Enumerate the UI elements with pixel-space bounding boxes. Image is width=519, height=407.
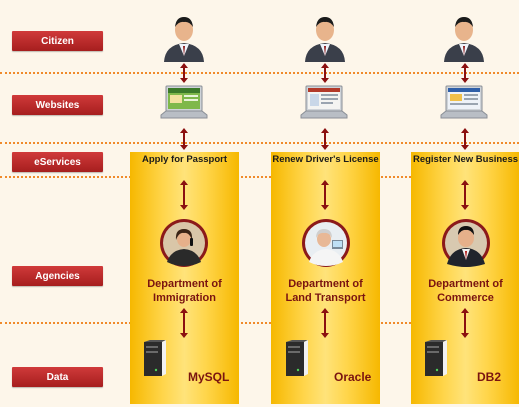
double-arrow-icon <box>180 128 188 150</box>
eservice-label: Apply for Passport <box>142 154 227 165</box>
double-arrow-icon <box>461 308 469 338</box>
eservice-label: Register New Business <box>412 154 519 165</box>
database-server-icon <box>286 340 308 376</box>
double-arrow-icon <box>180 180 188 210</box>
website-laptop-icon <box>300 85 348 119</box>
agency-name-line2: Commerce <box>437 292 494 304</box>
agency-name-line1: Department of <box>288 278 363 290</box>
double-arrow-icon <box>321 63 329 83</box>
row-label-agencies: Agencies <box>12 266 103 286</box>
database-server-icon <box>144 340 166 376</box>
row-label-citizen: Citizen <box>12 31 103 51</box>
double-arrow-icon <box>321 128 329 150</box>
separator-line <box>0 176 519 178</box>
citizen-person-icon <box>305 17 345 62</box>
row-label-eservices: eServices <box>12 152 103 172</box>
separator-line <box>0 142 519 144</box>
agency-officer-photo-icon <box>302 219 350 267</box>
citizen-person-icon <box>164 17 204 62</box>
agency-name-line2: Land Transport <box>285 292 366 304</box>
agency-name: Department of Land Transport <box>271 277 380 305</box>
row-label-websites: Websites <box>12 95 103 115</box>
row-label-data: Data <box>12 367 103 387</box>
agency-name: Department of Immigration <box>130 277 239 305</box>
double-arrow-icon <box>461 180 469 210</box>
agency-officer-photo-icon <box>160 219 208 267</box>
agency-name-line1: Department of <box>147 278 222 290</box>
double-arrow-icon <box>180 63 188 83</box>
double-arrow-icon <box>180 308 188 338</box>
citizen-person-icon <box>444 17 484 62</box>
website-laptop-icon <box>440 85 488 119</box>
separator-line <box>0 322 519 324</box>
double-arrow-icon <box>321 180 329 210</box>
separator-line <box>0 72 519 74</box>
double-arrow-icon <box>461 63 469 83</box>
database-name: Oracle <box>334 370 372 384</box>
database-server-icon <box>425 340 447 376</box>
eservice-label: Renew Driver's License <box>272 154 379 165</box>
website-laptop-icon <box>160 85 208 119</box>
agency-name-line1: Department of <box>428 278 503 290</box>
double-arrow-icon <box>321 308 329 338</box>
database-name: DB2 <box>477 370 502 384</box>
double-arrow-icon <box>461 128 469 150</box>
agency-officer-photo-icon <box>442 219 490 267</box>
database-name: MySQL <box>188 370 230 384</box>
agency-name: Department of Commerce <box>411 277 519 305</box>
agency-name-line2: Immigration <box>153 292 216 304</box>
